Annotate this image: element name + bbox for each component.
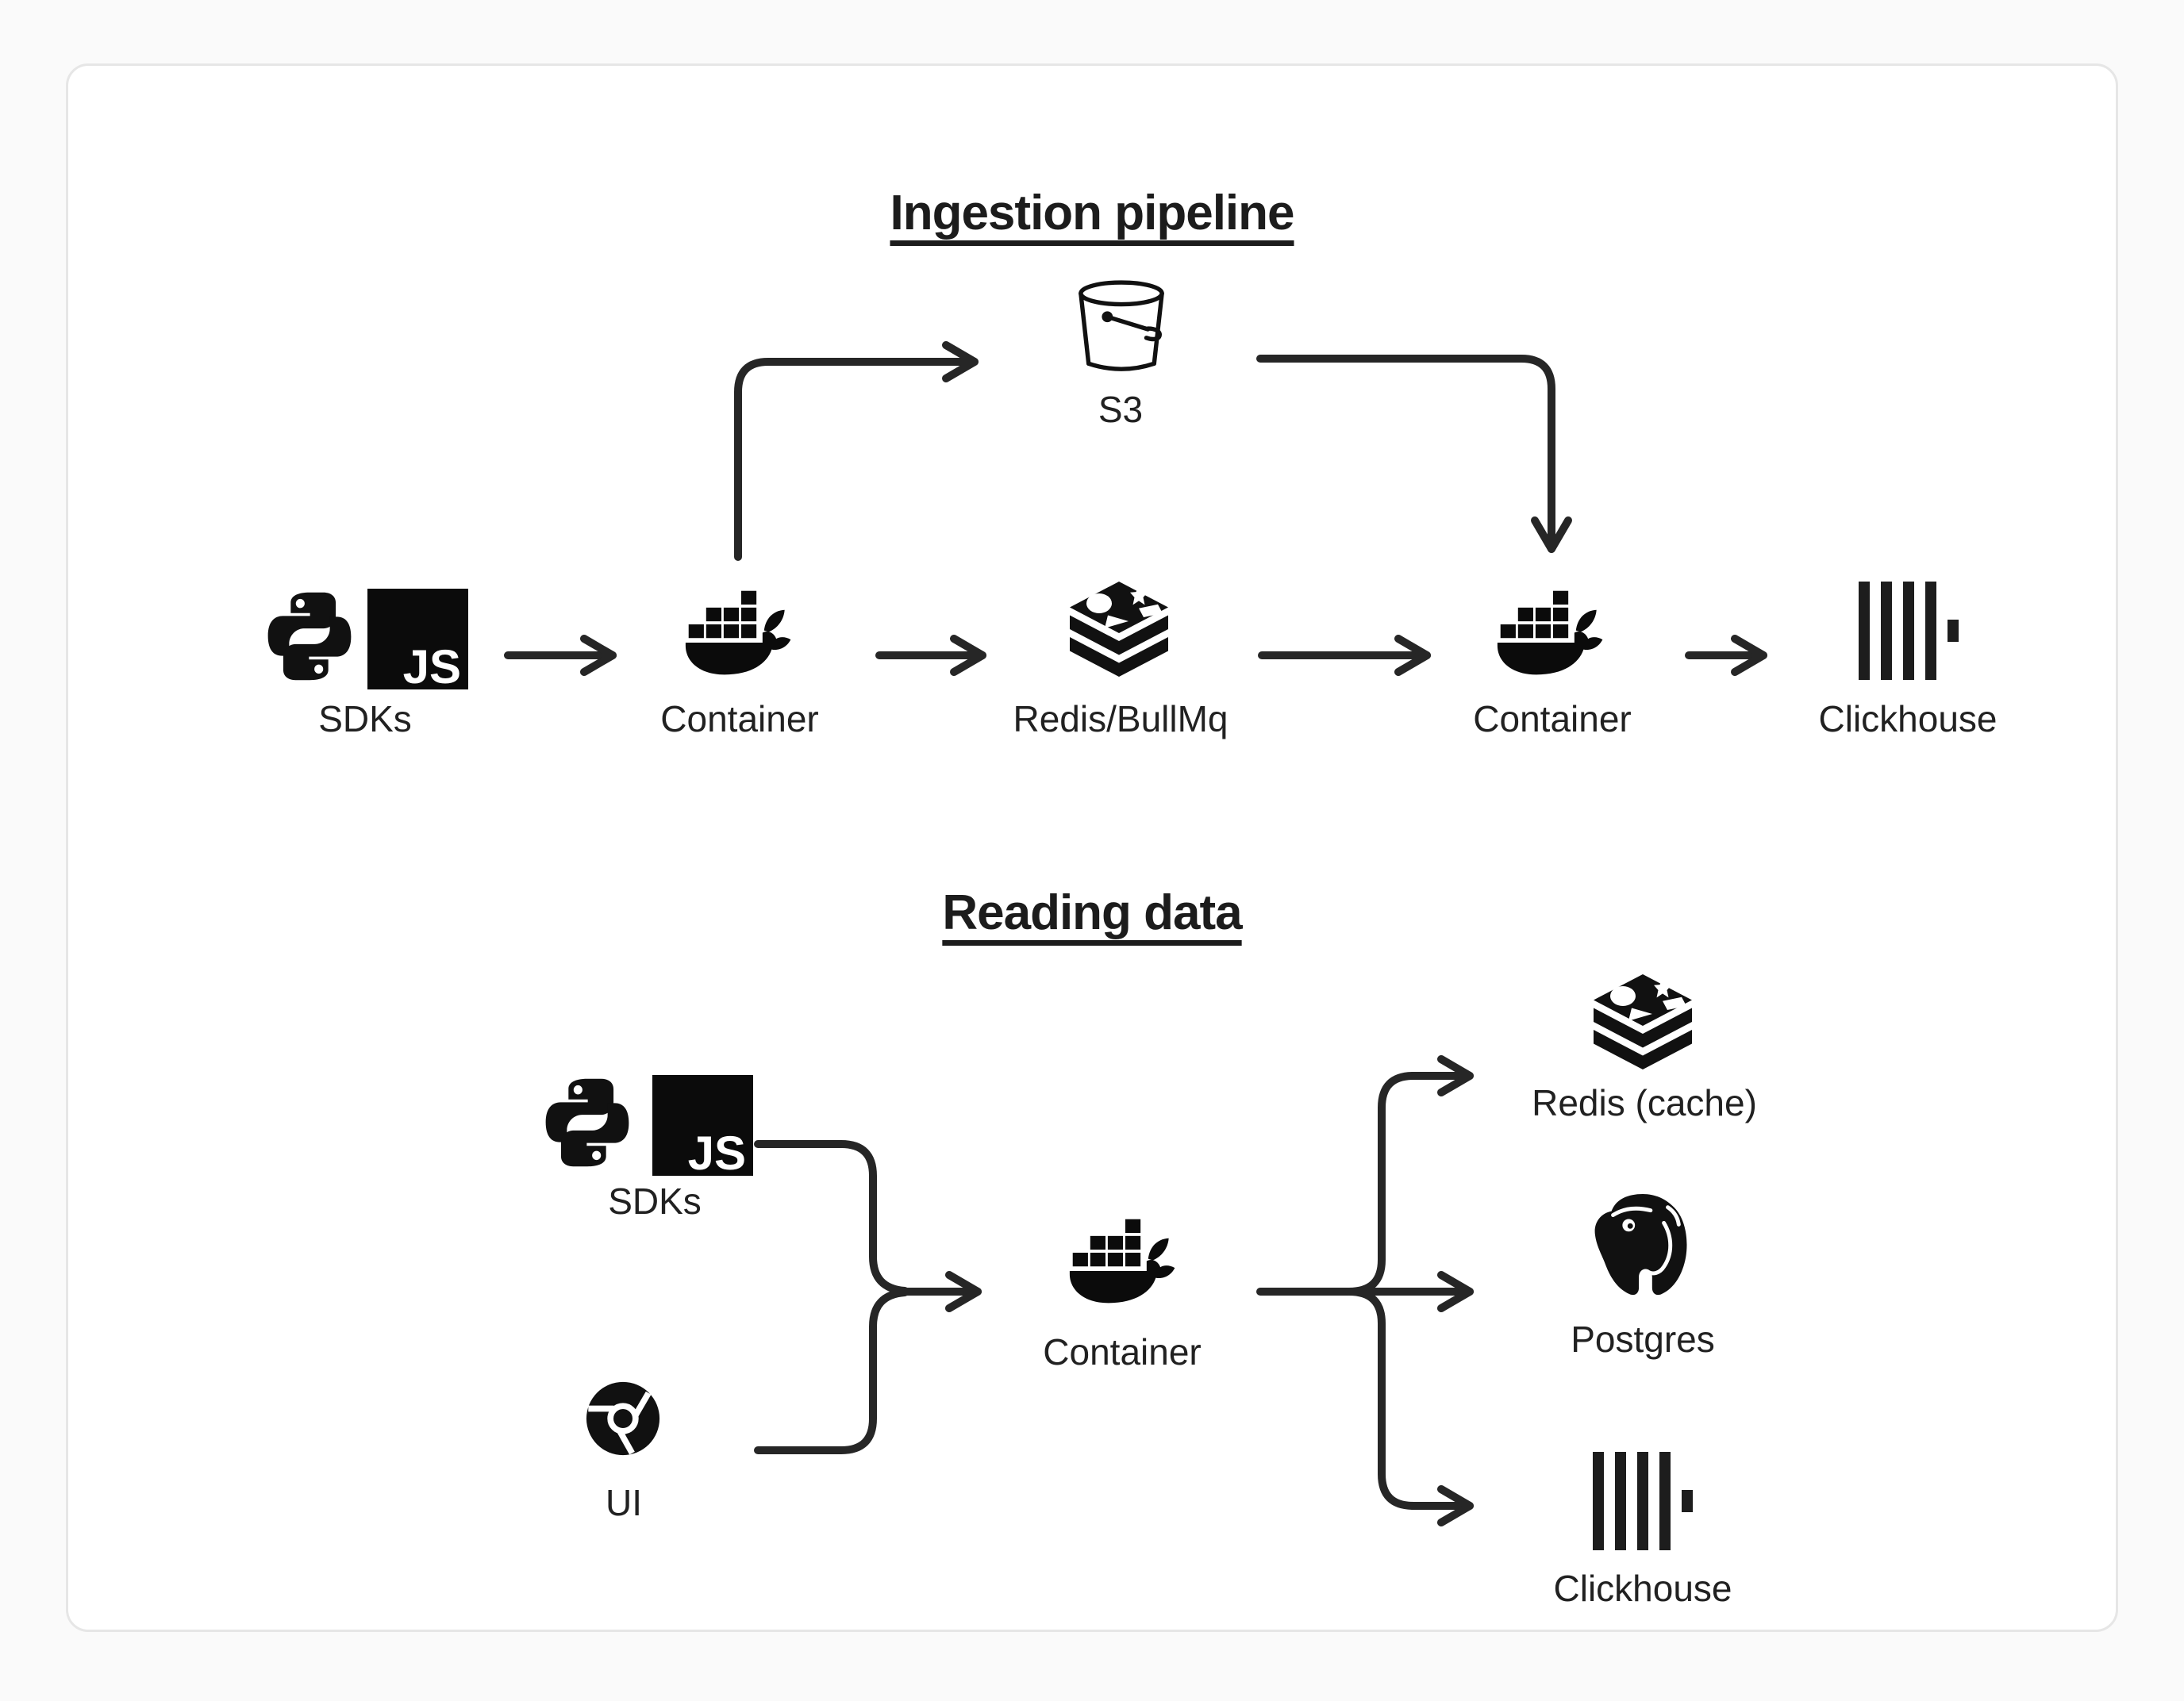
clickhouse-reading-label: Clickhouse [1553,1568,1732,1609]
redis-cache-label: Redis (cache) [1532,1082,1757,1123]
chrome-icon [585,1380,661,1457]
javascript-icon: JS [367,589,468,693]
docker-icon [1495,589,1609,678]
clickhouse-label: Clickhouse [1818,698,1998,739]
s3-label: S3 [1098,389,1144,430]
clickhouse-icon [1859,582,1959,680]
javascript-icon-text: JS [402,640,461,693]
section-title-reading: Reading data [942,885,1242,940]
ui-label: UI [606,1482,642,1523]
s3-bucket-icon [1075,279,1168,381]
python-icon [540,1073,635,1172]
diagram-card: Ingestion pipeline Reading data [66,63,2118,1632]
clickhouse-icon [1593,1452,1693,1550]
javascript-icon: JS [652,1075,753,1180]
sdks-reading-label: SDKs [608,1181,702,1222]
redis-icon [1063,582,1175,677]
redis-icon [1587,974,1698,1069]
container-worker-label: Container [1473,698,1632,739]
section-title-ingestion: Ingestion pipeline [890,186,1294,240]
sdks-label: SDKs [318,698,412,739]
container-ingest-label: Container [660,698,819,739]
python-icon [262,587,357,685]
docker-icon [1067,1217,1182,1306]
postgres-icon [1590,1190,1696,1300]
docker-icon [683,589,798,678]
javascript-icon-text: JS [687,1127,746,1180]
queue-label: Redis/BullMq [1013,698,1228,739]
postgres-label: Postgres [1571,1319,1715,1360]
container-reading-label: Container [1043,1331,1202,1373]
